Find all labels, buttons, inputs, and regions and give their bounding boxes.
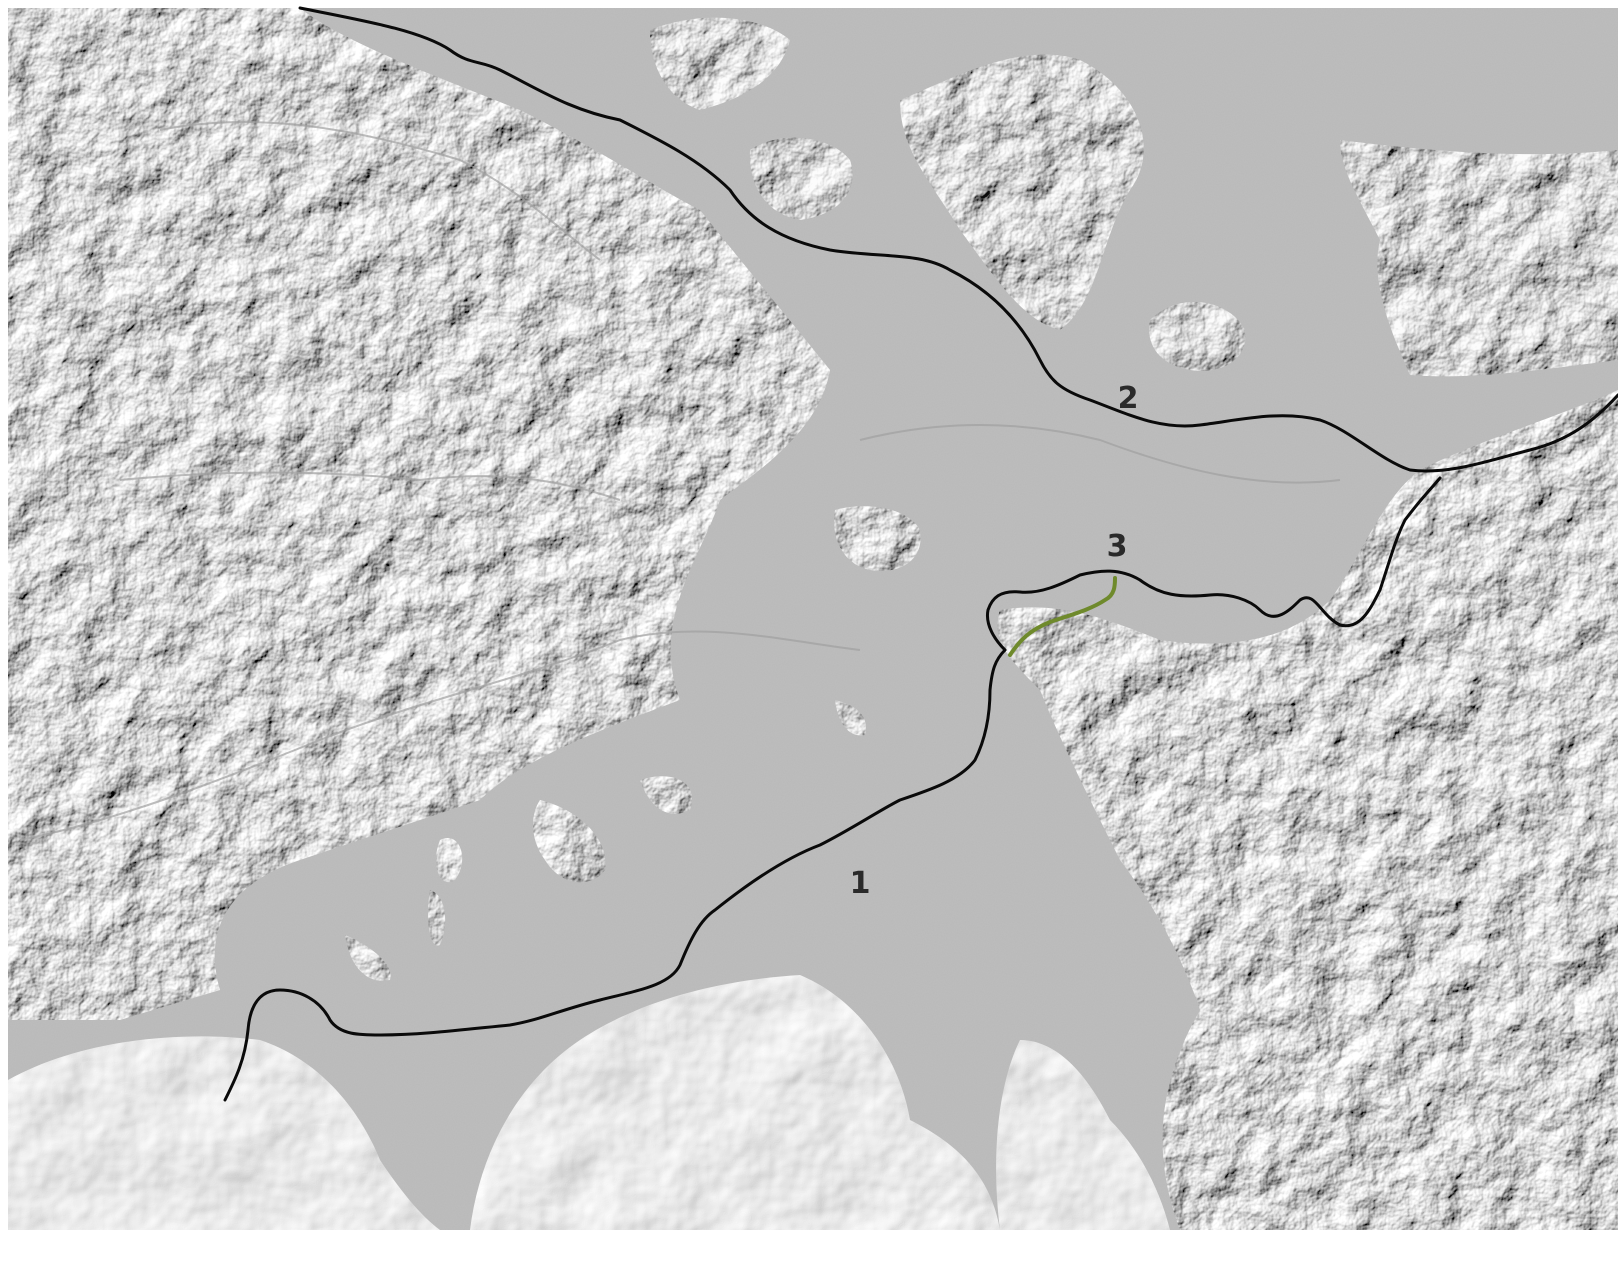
valley-rivers [19,120,1341,841]
route-1-line [223,648,1007,1102]
route-green-line [1008,576,1117,657]
route-labels: 1 2 3 [850,381,1139,901]
route-3-line [985,476,1442,652]
route-lines [223,6,1618,1102]
route-label-2: 2 [1118,381,1139,416]
route-label-3: 3 [1107,529,1128,564]
route-2-line [298,6,1618,473]
route-label-1: 1 [850,866,871,901]
